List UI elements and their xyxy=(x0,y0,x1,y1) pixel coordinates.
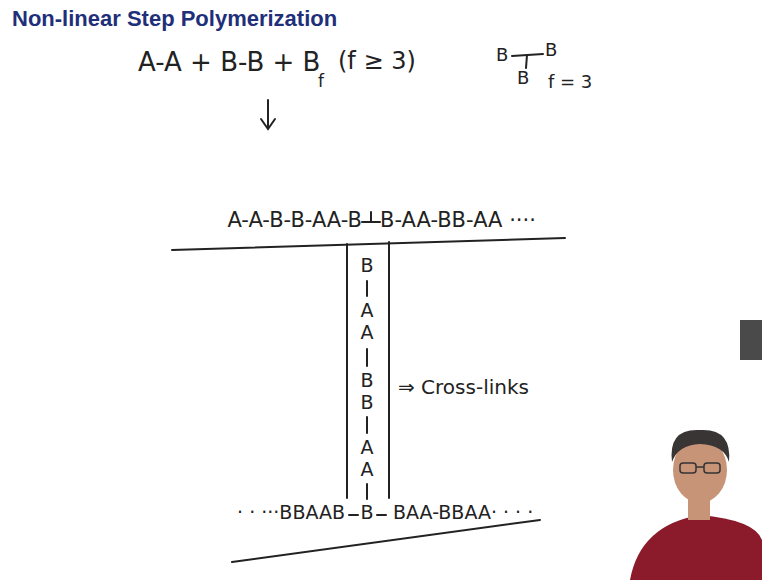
chain-letter: B xyxy=(360,392,373,414)
monomer-letter: B xyxy=(545,40,557,61)
monomer-letter: B xyxy=(496,45,508,66)
functionality-note: f = 3 xyxy=(548,72,592,93)
annotation: ⇒ Cross-links xyxy=(398,376,529,399)
chain-letter: A xyxy=(361,437,374,459)
chain-text: · · ···BBAAB xyxy=(237,502,345,524)
chain-letter: B xyxy=(360,370,373,392)
chain-letter: A xyxy=(361,322,374,344)
chain-text: B-AA-BB-AA ···· xyxy=(380,208,536,232)
chain-letter: A xyxy=(361,459,374,481)
subscript: f xyxy=(318,72,324,92)
monomer-letter: B xyxy=(517,68,529,89)
chain-text: A-A-B-B-AA-B xyxy=(227,208,362,232)
reactants-text: A-A + B-B + B xyxy=(138,48,320,78)
slide-title: Non-linear Step Polymerization xyxy=(12,6,337,32)
condition-text: (f ≥ 3) xyxy=(338,48,416,76)
chain-letter: B xyxy=(360,502,373,524)
chain-text: BAA-BBAA· · · · xyxy=(393,502,533,524)
chain-letter: A xyxy=(361,300,374,322)
chain-letter: B xyxy=(360,255,373,277)
